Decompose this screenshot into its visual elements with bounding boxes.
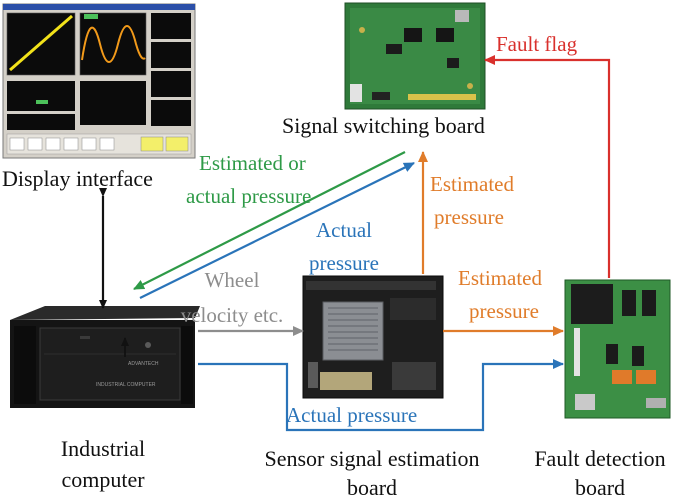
arrow-actual-pressure-up (139, 162, 415, 299)
sensor-board-label-line2: board (346, 475, 398, 500)
actual-pressure-up-label-line2: pressure (309, 251, 379, 275)
actual-pressure-up-label-line1: Actual (316, 218, 372, 242)
display-interface-image (2, 3, 196, 159)
fault-board-label-line1: Fault detection (534, 446, 666, 471)
estimated-pressure-up-label-line1: Estimated (430, 172, 514, 196)
fault-detection-board-image (564, 279, 671, 419)
sensor-board-label-line1: Sensor signal estimation (264, 446, 480, 471)
estimated-pressure-right-label-line2: pressure (469, 299, 539, 323)
pc-model-text: INDUSTRIAL COMPUTER (96, 382, 156, 388)
signal-switching-board-image (344, 2, 486, 110)
estimated-or-actual-label-line1: Estimated or (199, 151, 306, 175)
industrial-computer-label-line2: computer (61, 467, 145, 492)
arrow-fault-flag (484, 55, 611, 278)
fault-flag-label: Fault flag (496, 32, 578, 56)
pc-brand-text: ADVANTECH (128, 361, 159, 367)
estimated-or-actual-label-line2: actual pressure (186, 184, 312, 208)
estimated-pressure-up-label-line2: pressure (434, 205, 504, 229)
industrial-computer-label-line1: Industrial (60, 436, 146, 461)
sensor-signal-estimation-board-image (302, 275, 444, 399)
estimated-pressure-right-label-line1: Estimated (458, 266, 542, 290)
industrial-computer-image: ADVANTECH INDUSTRIAL COMPUTER (10, 306, 200, 408)
signal-switching-board-label: Signal switching board (282, 113, 485, 138)
display-interface-label: Display interface (2, 166, 153, 191)
arrow-actual-pressure-bottom (198, 359, 564, 432)
wheel-velocity-label-line1: Wheel (204, 268, 260, 292)
arrow-estimated-or-actual-pressure (133, 151, 406, 290)
fault-board-label-line2: board (574, 475, 626, 500)
actual-pressure-bottom-label: Actual pressure (286, 403, 418, 427)
wheel-velocity-label-line2: velocity etc. (180, 303, 284, 327)
